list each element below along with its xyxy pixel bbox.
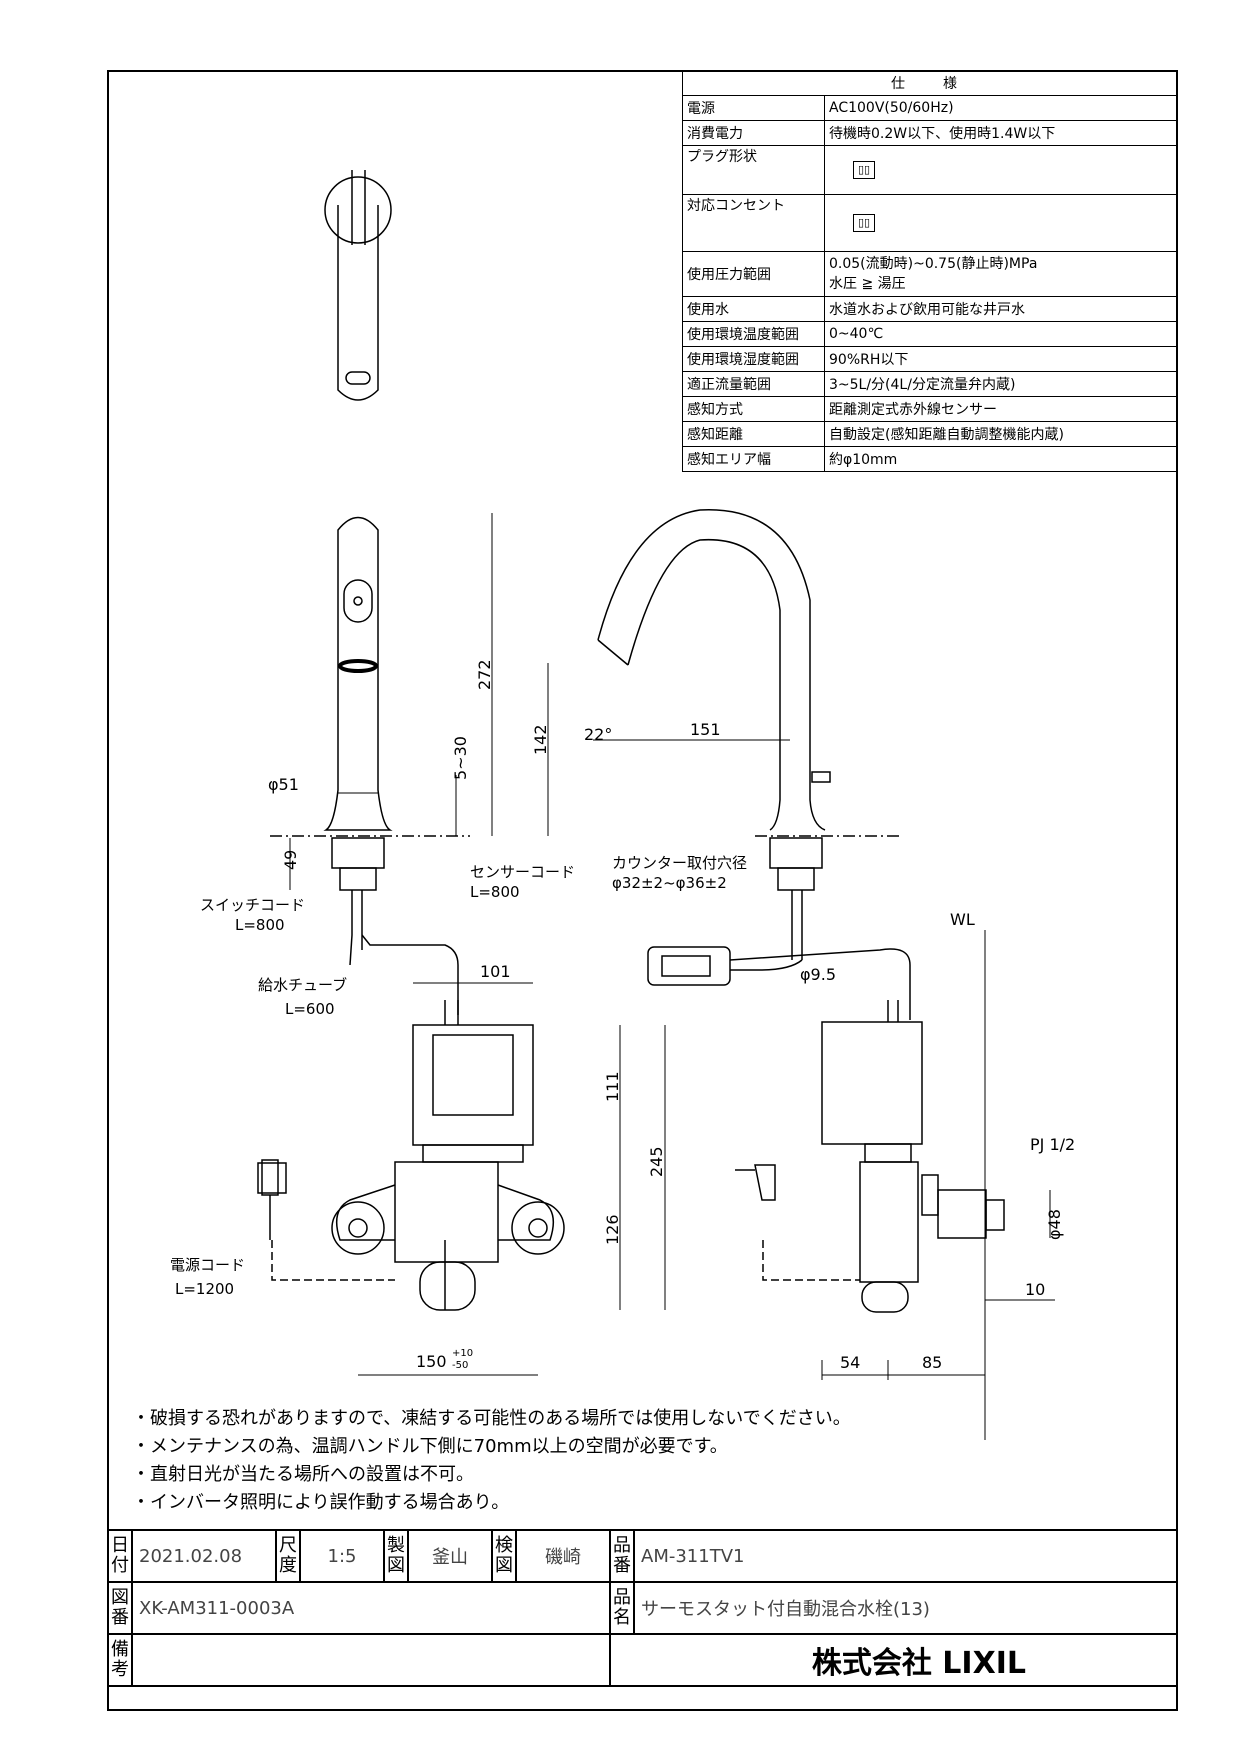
tb-remarks [131,1633,611,1687]
dim-d48: φ48 [1045,1209,1064,1240]
dim-49: 49 [281,850,300,870]
spec-value: AC100V(50/60Hz) [824,95,1178,121]
label-counter-dim: φ32±2~φ36±2 [612,874,727,892]
spec-key: 使用圧力範囲 [682,251,825,297]
faucet-front-view [270,516,470,1015]
spec-key: 感知方式 [682,396,825,422]
spec-key: 対応コンセント [682,194,825,252]
mixing-valve-side [735,1000,1005,1313]
dim-d51: φ51 [268,775,299,794]
label-pj: PJ 1/2 [1030,1135,1075,1154]
mixing-valve-front [257,1000,565,1311]
dim-245: 245 [647,1146,666,1177]
note-item: ・メンテナンスの為、温調ハンドル下側に70mm以上の空間が必要です。 [132,1436,728,1457]
tb-check: 磯崎 [515,1529,611,1583]
label-counter-hole: カウンター取付穴径 [612,854,747,872]
title-block: 日付 2021.02.08 尺度 1:5 製図 釜山 検図 磯崎 品番 AM-3… [107,1529,1178,1687]
tb-remarks-label: 備考 [107,1633,133,1687]
spec-value: 水道水および飲用可能な井戸水 [824,296,1178,322]
note-item: ・破損する恐れがありますので、凍結する可能性のある場所では使用しないでください。 [132,1408,851,1429]
tb-name-label: 品名 [609,1581,635,1635]
label-switch-len: L=800 [235,916,285,934]
dim-54: 54 [840,1353,860,1372]
drawing-frame [107,70,1178,1711]
notes: ・破損する恐れがありますので、凍結する可能性のある場所では使用しないでください。… [132,1405,851,1517]
dim-126: 126 [603,1214,622,1245]
dim-142: 142 [531,724,550,755]
spec-key: プラグ形状 [682,145,825,195]
dim-85: 85 [922,1353,942,1372]
spec-value-2: 水圧 ≧ 湯圧 [829,276,906,292]
tb-date-label: 日付 [107,1529,133,1583]
tb-part: AM-311TV1 [633,1529,1178,1583]
plug-shape-icon: ▯▯ [853,161,876,179]
label-supply-len: L=600 [285,1000,335,1018]
label-sensor-len: L=800 [470,883,520,901]
faucet-top-view [324,170,392,401]
tb-name: サーモスタット付自動混合水栓(13) [633,1581,1178,1635]
note-item: ・直射日光が当たる場所への設置は不可。 [132,1464,474,1485]
tb-date: 2021.02.08 [131,1529,277,1583]
dim-d9-5: φ9.5 [800,965,836,984]
spec-value: 約φ10mm [824,446,1178,472]
tb-scale: 1:5 [299,1529,385,1583]
label-switch-cord: スイッチコード [200,896,305,914]
dim-10: 10 [1025,1280,1045,1299]
tb-dwg-label: 図番 [107,1581,133,1635]
label-power-len: L=1200 [175,1280,234,1298]
spec-key: 感知エリア幅 [682,446,825,472]
label-sensor-cord: センサーコード [470,863,575,881]
tb-part-label: 品番 [609,1529,635,1583]
spec-key: 電源 [682,95,825,121]
spec-value: 0.05(流動時)~0.75(静止時)MPa [829,256,1038,272]
dim-150: 150 [416,1352,447,1371]
dim-22deg: 22° [584,725,612,744]
dim-5-30: 5~30 [451,736,470,780]
tb-drawn: 釜山 [407,1529,493,1583]
label-power-cord: 電源コード [170,1256,245,1274]
tb-drawn-label: 製図 [383,1529,409,1583]
outlet-shape-icon: ▯▯ [853,214,876,232]
label-wl: WL [950,910,975,929]
dim-tol-minus: -50 [452,1360,468,1371]
dim-101: 101 [480,962,511,981]
spec-value: 90%RH以下 [824,346,1178,372]
label-supply-tube: 給水チューブ [258,976,347,994]
dim-111: 111 [603,1071,622,1102]
tb-check-label: 検図 [491,1529,517,1583]
spec-key: 使用環境湿度範囲 [682,346,825,372]
dim-tol-plus: +10 [452,1348,473,1359]
dimension-lines [289,513,1055,1440]
company-logo: 株式会社 LIXIL [609,1633,1178,1687]
faucet-side-view [597,509,911,1020]
spec-value: 3~5L/分(4L/分定流量弁内蔵) [824,371,1178,397]
tb-scale-label: 尺度 [275,1529,301,1583]
tb-dwg: XK-AM311-0003A [131,1581,611,1635]
dim-151: 151 [690,720,721,739]
note-item: ・インバータ照明により誤作動する場合あり。 [132,1492,510,1513]
dim-272: 272 [475,659,494,690]
